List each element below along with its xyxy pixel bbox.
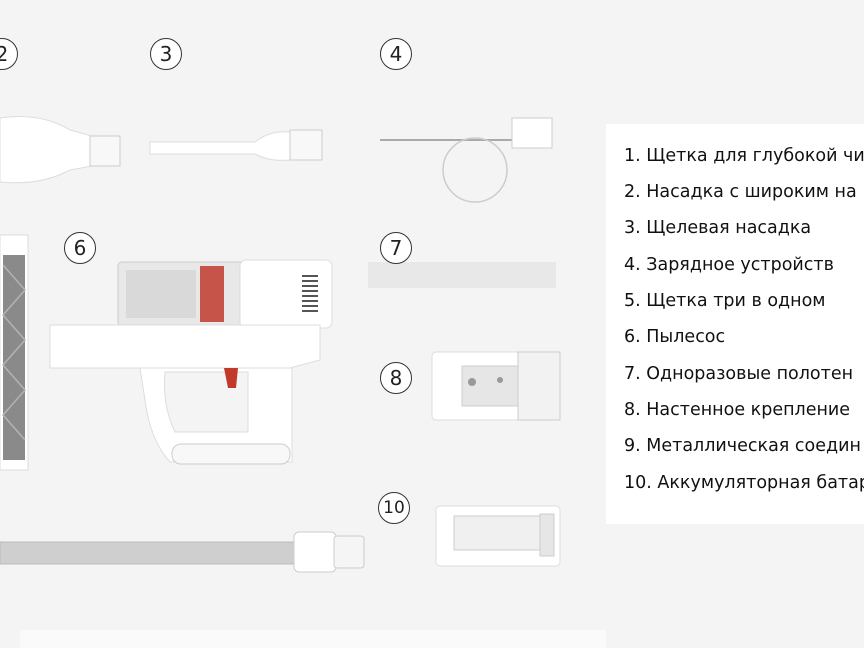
- badge-10: 10: [378, 492, 410, 524]
- vacuum-body-part: [49, 259, 333, 465]
- legend-item: 4. Зарядное устройств: [624, 255, 834, 275]
- legend-item: 3. Щелевая насадка: [624, 218, 812, 238]
- wall-mount-part: [431, 351, 561, 421]
- badge-7: 7: [380, 232, 412, 264]
- metal-tube-part: [0, 531, 365, 573]
- disposable-wipes-part: [368, 262, 556, 288]
- legend-item: 9. Металлическая соедин: [624, 436, 861, 456]
- bottom-strip: [20, 630, 606, 648]
- legend-item: 10. Аккумуляторная батар: [624, 473, 864, 493]
- legend-item: 7. Одноразовые полотен: [624, 364, 854, 384]
- charger-part: [380, 117, 553, 203]
- crevice-tool-part: [149, 129, 323, 161]
- wide-nozzle-part: [0, 116, 121, 184]
- badge-8: 8: [380, 362, 412, 394]
- deep-clean-brush-part: [0, 234, 29, 471]
- legend-item: 6. Пылесос: [624, 327, 726, 347]
- legend-item: 1. Щетка для глубокой чи: [624, 146, 864, 166]
- badge-6: 6: [64, 232, 96, 264]
- legend-item: 5. Щетка три в одном: [624, 291, 826, 311]
- parts-legend: 1. Щетка для глубокой чи 2. Насадка с ши…: [606, 124, 864, 524]
- battery-part: [435, 505, 561, 567]
- badge-4: 4: [380, 38, 412, 70]
- badge-3: 3: [150, 38, 182, 70]
- legend-item: 2. Насадка с широким на: [624, 182, 857, 202]
- legend-item: 8. Настенное крепление: [624, 400, 851, 420]
